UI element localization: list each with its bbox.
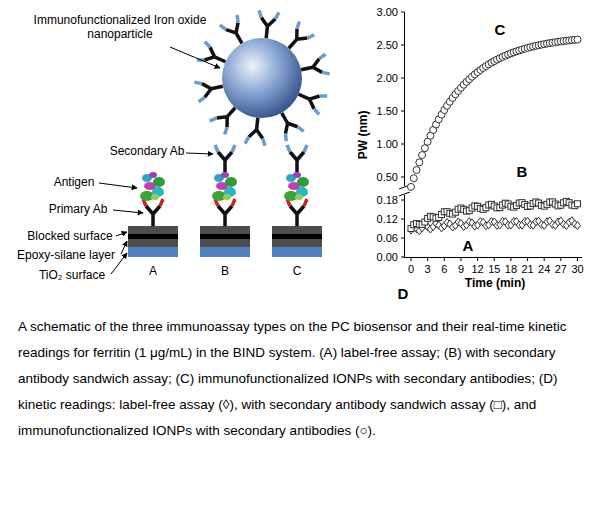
tick-label: 0.12 <box>377 213 398 226</box>
circle-point <box>410 175 417 182</box>
tick-label: 0.06 <box>377 232 398 245</box>
tick-mark <box>494 258 495 262</box>
tick-label: 0 <box>408 263 414 276</box>
tick-mark <box>401 144 405 145</box>
series-label: C <box>495 21 506 38</box>
tick-mark <box>444 258 445 262</box>
tick-label: 18 <box>505 263 517 276</box>
callout-label: Blocked surface <box>27 230 112 244</box>
iron-oxide-nanoparticle <box>194 10 329 145</box>
series-label: A <box>463 237 474 254</box>
tick-mark <box>427 258 428 262</box>
leader-arrows <box>99 47 220 274</box>
tick-label: 12 <box>471 263 483 276</box>
tick-label: 0.18 <box>377 194 398 207</box>
tick-label: 30 <box>571 263 583 276</box>
tick-mark <box>477 258 478 262</box>
chart-axes <box>399 12 582 258</box>
panel-letter: B <box>221 265 229 279</box>
tick-label: 2.50 <box>377 39 398 52</box>
tick-mark <box>510 258 511 262</box>
tick-mark <box>411 258 412 262</box>
chart-data <box>401 12 581 261</box>
callout-label: Immunofunctionalized Iron oxide nanopart… <box>20 14 220 42</box>
tick-mark <box>544 258 545 262</box>
tick-mark <box>401 111 405 112</box>
callout-label: Antigen <box>54 176 95 190</box>
tick-label: 2.00 <box>377 72 398 85</box>
tick-label: 1.50 <box>377 105 398 118</box>
axis-title: PW (nm) <box>357 111 371 160</box>
circle-point <box>408 183 415 190</box>
circle-point <box>413 167 420 174</box>
circle-point <box>419 152 426 159</box>
tick-label: 3.00 <box>377 6 398 19</box>
callout-label: Primary Ab <box>49 203 108 217</box>
tick-mark <box>401 238 405 239</box>
tick-mark <box>401 177 405 178</box>
callout-label: Secondary Ab <box>110 145 185 159</box>
panel-letter: C <box>293 265 302 279</box>
panel-letter: D <box>398 285 409 302</box>
tick-mark <box>577 258 578 262</box>
series-label: B <box>517 163 528 180</box>
circle-point <box>421 145 428 152</box>
tick-label: 27 <box>555 263 567 276</box>
diamond-point <box>575 222 581 230</box>
tick-label: 24 <box>538 263 550 276</box>
tick-label: 21 <box>521 263 533 276</box>
tick-label: 3 <box>425 263 431 276</box>
panel-letter: A <box>149 265 157 279</box>
tick-label: 6 <box>441 263 447 276</box>
tick-mark <box>401 12 405 13</box>
tick-label: 15 <box>488 263 500 276</box>
tick-mark <box>460 258 461 262</box>
sensor-surface <box>128 226 322 257</box>
circle-point <box>416 159 423 166</box>
tick-label: 1.00 <box>377 138 398 151</box>
axis-title: Time (min) <box>465 277 525 291</box>
tick-label: 0.50 <box>377 171 398 184</box>
callout-label: TiO₂ surface <box>39 269 105 283</box>
tick-label: 9 <box>458 263 464 276</box>
tick-mark <box>401 257 405 258</box>
figure-caption: A schematic of the three immunoassay typ… <box>18 314 578 444</box>
tick-mark <box>401 200 405 201</box>
callout-label: Epoxy-silane layer <box>17 249 115 263</box>
square-point <box>575 201 581 207</box>
tick-mark <box>560 258 561 262</box>
tick-mark <box>401 78 405 79</box>
circle-point <box>574 36 581 43</box>
tick-label: 0.00 <box>377 251 398 264</box>
tick-mark <box>527 258 528 262</box>
tick-mark <box>401 45 405 46</box>
tick-mark <box>401 219 405 220</box>
